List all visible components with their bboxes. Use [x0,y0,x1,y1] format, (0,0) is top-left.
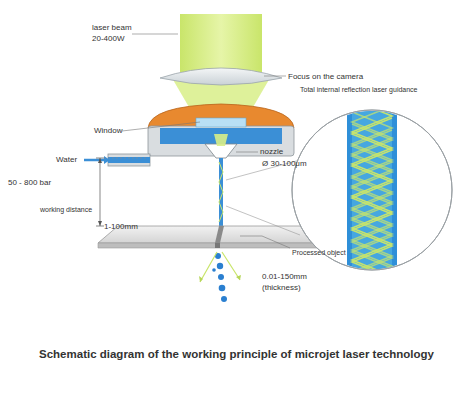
part-name: Water [56,155,77,164]
label-text: 20-400W [92,34,124,43]
water-jet [219,158,223,230]
part-name: Processed object [292,249,346,257]
dimension: 0.01-150mm [262,272,307,281]
part-name: nozzle [260,147,283,156]
pressure-value: 50 - 800 bar [8,178,51,187]
housing-top [148,104,294,128]
leader-line [264,76,286,77]
water-inlet [108,154,150,166]
window [196,118,246,127]
distance-dimension [96,158,104,226]
leader-line [122,122,200,131]
leader-line [240,236,290,248]
leader-line [236,152,258,153]
droplets [212,253,227,302]
dimension: 1-100mm [104,222,138,231]
focus-lens [160,68,282,85]
dimension: (thickness) [262,283,301,292]
label-text: laser beam [92,23,132,32]
nozzle [205,144,237,158]
label-text: Total internal reflection laser guidance [300,86,418,94]
dimension: Ø 30-100μm [262,159,307,168]
part-name: Window [94,126,122,135]
label-text: Focus on the camera [288,72,363,81]
caption: Schematic diagram of the working princip… [39,348,434,360]
dimension-label: working distance [40,206,92,214]
leader-line [132,34,178,35]
laser-beam [180,14,262,72]
